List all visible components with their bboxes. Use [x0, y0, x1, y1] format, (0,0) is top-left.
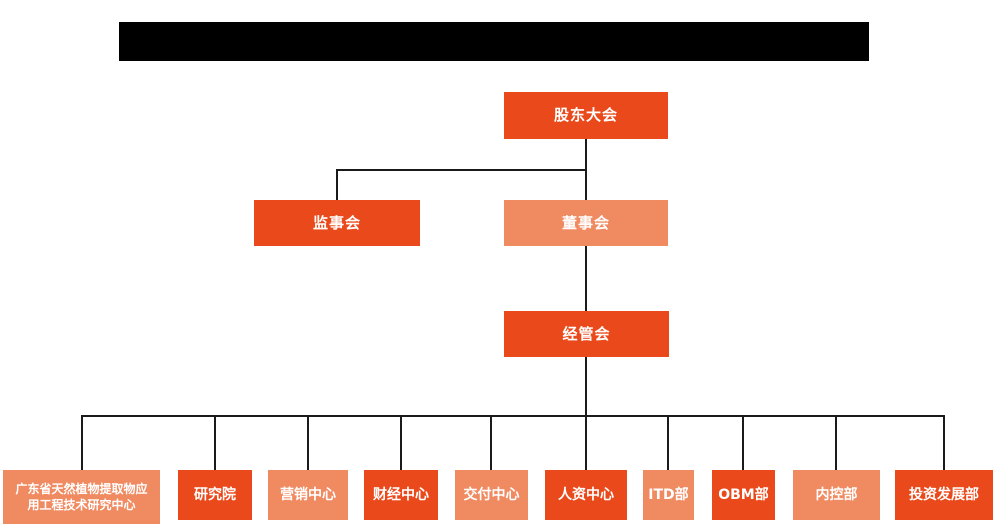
node-dept-label: 广东省天然植物提取物应用工程技术研究中心 [15, 481, 148, 512]
node-dept-label: 研究院 [194, 486, 236, 503]
node-dept-label: 营销中心 [280, 486, 336, 503]
connector-drop-dept-2 [214, 415, 216, 470]
connector-supervisory-drop [336, 169, 338, 200]
node-management-committee: 经管会 [504, 311, 669, 357]
node-shareholders-meeting: 股东大会 [504, 92, 668, 139]
connector-drop-dept-4 [400, 415, 402, 470]
node-dept-itd: ITD部 [643, 470, 694, 520]
node-management-label: 经管会 [562, 324, 611, 343]
node-board-label: 董事会 [561, 213, 610, 232]
connector-branch-supervisory [336, 169, 587, 171]
redacted-title-bar [119, 22, 869, 61]
connector-drop-dept-9 [835, 415, 837, 470]
connector-drop-dept-5 [490, 415, 492, 470]
connector-drop-dept-6 [585, 415, 587, 470]
node-supervisory-board: 监事会 [254, 200, 420, 246]
node-dept-internal-control: 内控部 [793, 470, 880, 520]
node-dept-label: 投资发展部 [909, 486, 979, 503]
connector-board-management [585, 246, 587, 311]
connector-departments-bus [81, 415, 945, 417]
node-supervisory-label: 监事会 [312, 213, 361, 232]
node-dept-hr-center: 人资中心 [545, 470, 627, 520]
connector-drop-dept-8 [742, 415, 744, 470]
connector-drop-dept-10 [943, 415, 945, 470]
node-dept-investment-development: 投资发展部 [895, 470, 993, 520]
node-dept-obm: OBM部 [712, 470, 775, 520]
node-dept-label: ITD部 [648, 486, 689, 503]
node-dept-marketing-center: 营销中心 [268, 470, 348, 520]
node-dept-research-institute: 研究院 [178, 470, 252, 520]
node-dept-finance-center: 财经中心 [364, 470, 438, 520]
node-dept-label: 人资中心 [558, 486, 614, 503]
node-shareholders-label: 股东大会 [553, 106, 618, 125]
node-dept-label: 财经中心 [373, 486, 429, 503]
node-dept-label: 交付中心 [463, 486, 520, 503]
node-dept-label: 内控部 [815, 486, 858, 503]
node-board-of-directors: 董事会 [504, 200, 668, 246]
node-dept-research-center: 广东省天然植物提取物应用工程技术研究中心 [3, 470, 160, 524]
connector-drop-dept-1 [81, 415, 83, 470]
connector-management-down [585, 357, 587, 415]
connector-drop-dept-3 [307, 415, 309, 470]
node-dept-label: OBM部 [718, 486, 769, 503]
node-dept-delivery-center: 交付中心 [455, 470, 528, 520]
connector-drop-dept-7 [667, 415, 669, 470]
